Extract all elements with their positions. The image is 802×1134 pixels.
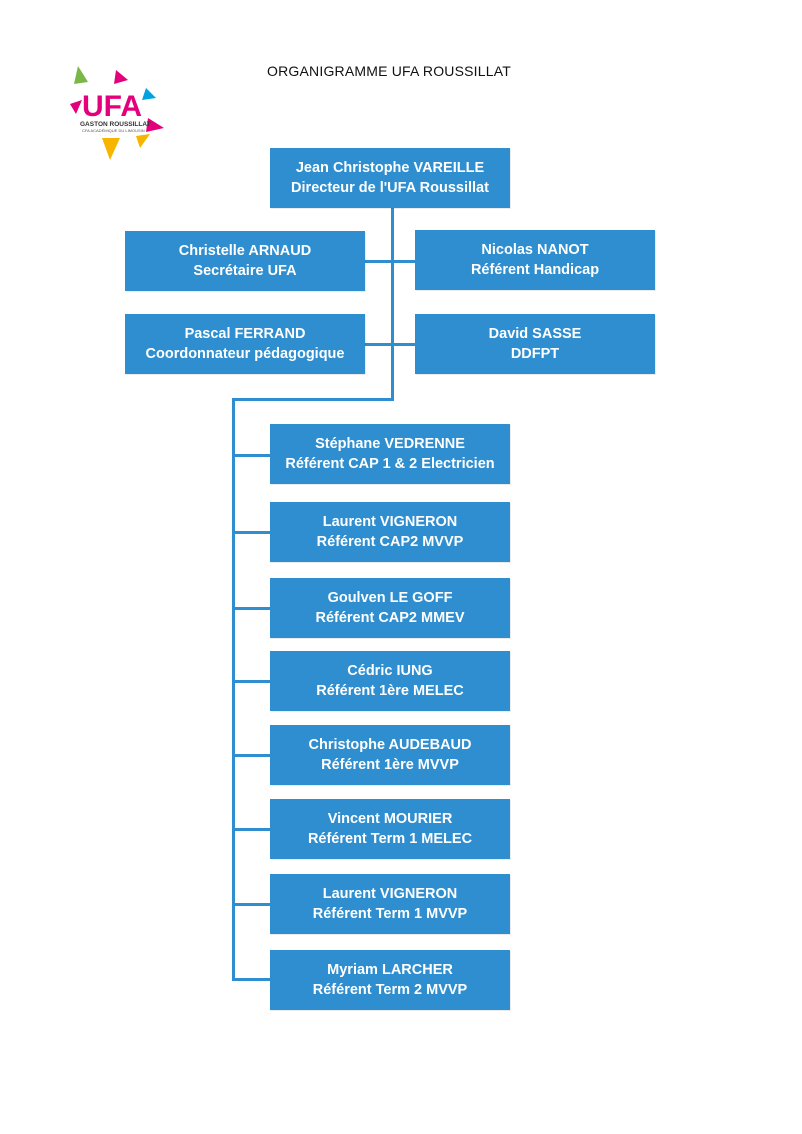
referent-role: Référent Term 1 MVVP	[312, 906, 468, 922]
referent-role: Référent 1ère MVVP	[321, 757, 459, 773]
connector-ref-8	[232, 978, 272, 981]
referent-box: Stéphane VEDRENNE Référent CAP 1 & 2 Ele…	[270, 424, 510, 484]
referent-role: Référent CAP2 MVVP	[316, 534, 464, 550]
referent-box: Myriam LARCHER Référent Term 2 MVVP	[270, 950, 510, 1010]
connector-spine	[232, 398, 235, 980]
referent-role: Référent CAP 1 & 2 Electricien	[285, 456, 495, 472]
connector-ref-4	[232, 680, 272, 683]
referent-role: Référent 1ère MELEC	[316, 683, 464, 699]
referent-name: Laurent VIGNERON	[322, 514, 458, 530]
referent-name: Myriam LARCHER	[327, 962, 453, 978]
ufa-logo: UFA GASTON ROUSSILLAT CFA ACADÉMIQUE DU …	[70, 66, 164, 160]
connector-ref-6	[232, 828, 272, 831]
referent-name: Vincent MOURIER	[327, 811, 453, 827]
staff-role: Référent Handicap	[470, 262, 600, 278]
page-title: ORGANIGRAMME UFA ROUSSILLAT	[267, 63, 511, 79]
connector-horizontal	[232, 398, 394, 401]
staff-box-coordinator: Pascal FERRAND Coordonnateur pédagogique	[125, 314, 365, 374]
referent-box: Cédric IUNG Référent 1ère MELEC	[270, 651, 510, 711]
referent-box: Laurent VIGNERON Référent CAP2 MVVP	[270, 502, 510, 562]
referent-name: Christophe AUDEBAUD	[308, 737, 472, 753]
staff-box-handicap: Nicolas NANOT Référent Handicap	[415, 230, 655, 290]
connector-trunk	[391, 206, 394, 400]
staff-role: Coordonnateur pédagogique	[145, 346, 345, 362]
connector-ref-1	[232, 454, 272, 457]
referent-box: Vincent MOURIER Référent Term 1 MELEC	[270, 799, 510, 859]
connector-ref-2	[232, 531, 272, 534]
connector-row1	[363, 260, 417, 263]
staff-name: Pascal FERRAND	[184, 326, 306, 342]
referent-role: Référent Term 1 MELEC	[307, 831, 473, 847]
staff-box-secretary: Christelle ARNAUD Secrétaire UFA	[125, 231, 365, 291]
director-box: Jean Christophe VAREILLE Directeur de l'…	[270, 148, 510, 208]
director-name: Jean Christophe VAREILLE	[295, 160, 485, 176]
connector-ref-3	[232, 607, 272, 610]
referent-name: Goulven LE GOFF	[327, 590, 453, 606]
referent-name: Cédric IUNG	[347, 663, 433, 679]
referent-box: Goulven LE GOFF Référent CAP2 MMEV	[270, 578, 510, 638]
referent-box: Laurent VIGNERON Référent Term 1 MVVP	[270, 874, 510, 934]
director-role: Directeur de l'UFA Roussillat	[291, 180, 489, 196]
referent-name: Laurent VIGNERON	[322, 886, 458, 902]
referent-box: Christophe AUDEBAUD Référent 1ère MVVP	[270, 725, 510, 785]
staff-name: David SASSE	[488, 326, 582, 342]
staff-box-ddfpt: David SASSE DDFPT	[415, 314, 655, 374]
staff-role: DDFPT	[510, 346, 560, 362]
connector-ref-7	[232, 903, 272, 906]
connector-ref-5	[232, 754, 272, 757]
svg-text:CFA ACADÉMIQUE DU LIMOUSIN: CFA ACADÉMIQUE DU LIMOUSIN	[82, 128, 145, 133]
referent-name: Stéphane VEDRENNE	[315, 436, 465, 452]
staff-role: Secrétaire UFA	[193, 263, 297, 279]
referent-role: Référent CAP2 MMEV	[315, 610, 465, 626]
referent-role: Référent Term 2 MVVP	[312, 982, 468, 998]
staff-name: Christelle ARNAUD	[178, 243, 312, 259]
connector-row2	[363, 343, 417, 346]
svg-text:GASTON ROUSSILLAT: GASTON ROUSSILLAT	[80, 121, 151, 128]
svg-text:UFA: UFA	[82, 90, 142, 123]
staff-name: Nicolas NANOT	[481, 242, 589, 258]
